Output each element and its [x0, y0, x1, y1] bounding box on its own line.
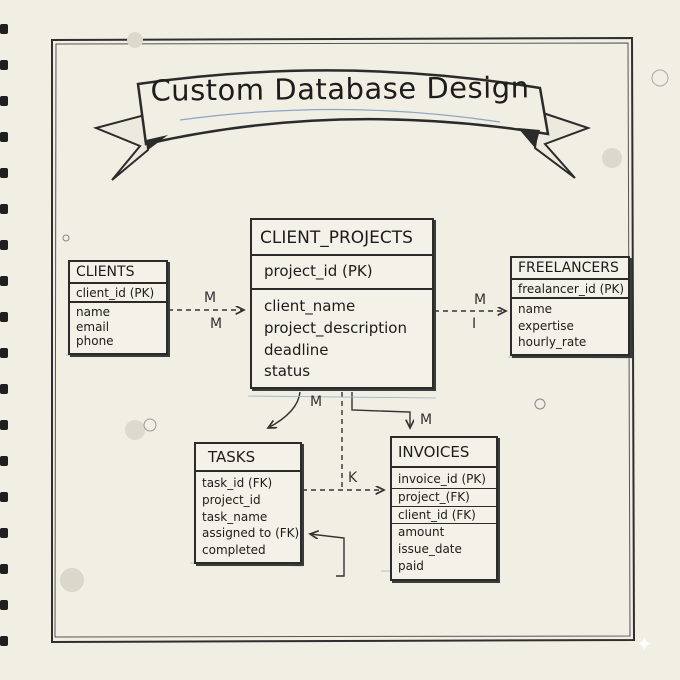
- stain-ring: [62, 234, 70, 242]
- entity-field: name: [76, 305, 111, 320]
- entity-field: assigned to (FK): [202, 526, 300, 541]
- entity-invoices-name: INVOICES: [392, 438, 496, 468]
- sketch-guide: [65, 354, 171, 357]
- entity-field: completed: [202, 543, 266, 558]
- diagram-title: Custom Database Design: [150, 70, 530, 108]
- cardinality-label: K: [348, 470, 358, 486]
- entity-client-projects: CLIENT_PROJECTS project_id (PK) client_n…: [250, 218, 434, 389]
- cardinality-label: I: [472, 316, 477, 332]
- stain: [60, 568, 84, 592]
- link-invoice-loop: [310, 534, 345, 577]
- entity-field: deadline: [264, 340, 329, 359]
- sketch-guide: [507, 356, 633, 359]
- sparkle-icon: ✦: [636, 632, 653, 656]
- entity-client-projects-pk: project_id (PK): [252, 256, 432, 290]
- banner-highlight: [179, 108, 501, 123]
- link-projects-tasks: [268, 391, 301, 428]
- entity-field: email: [76, 319, 110, 334]
- banner-fold-right: [518, 128, 540, 148]
- entity-tasks-name: TASKS: [196, 444, 300, 472]
- entity-invoices: INVOICES invoice_id (PK) project_(FK) cl…: [390, 436, 498, 581]
- entity-field: task_name: [202, 509, 268, 524]
- cardinality-label: M: [420, 412, 433, 428]
- entity-client-projects-name: CLIENT_PROJECTS: [252, 220, 432, 256]
- stain: [125, 420, 145, 440]
- entity-field: client_name: [264, 297, 356, 315]
- entity-field: project_id: [202, 492, 261, 507]
- sketch-guide: [247, 395, 437, 399]
- page-frame: [51, 36, 636, 644]
- entity-field: project_(FK): [392, 489, 496, 507]
- entity-clients-name: CLIENTS: [70, 262, 166, 284]
- entity-field: issue_date: [398, 542, 462, 557]
- entity-clients-pk: client_id (PK): [70, 284, 166, 304]
- entity-freelancers-pk: frealancer_id (PK): [512, 280, 628, 300]
- cardinality-label: M: [310, 394, 323, 410]
- entity-field: invoice_id (PK): [392, 471, 496, 489]
- stain-ring: [651, 69, 669, 87]
- entity-freelancers: FREELANCERS frealancer_id (PK) name expe…: [510, 256, 630, 356]
- banner-body: [136, 69, 550, 146]
- cardinality-label: M: [210, 316, 223, 332]
- entity-field: task_id (FK): [202, 476, 273, 490]
- stain-ring: [143, 418, 157, 432]
- cardinality-label: M: [474, 292, 487, 308]
- entity-clients: CLIENTS client_id (PK) name email phone: [68, 260, 168, 355]
- entity-field: paid: [398, 558, 424, 573]
- banner-left-tail: [92, 113, 150, 181]
- entity-freelancers-name: FREELANCERS: [512, 258, 628, 280]
- stain: [127, 32, 143, 48]
- entity-field: expertise: [518, 318, 574, 333]
- link-projects-invoices: [351, 392, 410, 428]
- cardinality-label: M: [204, 290, 217, 306]
- entity-field: status: [264, 362, 311, 381]
- page-frame-inner: [54, 42, 631, 638]
- entity-tasks: TASKS task_id (FK) project_id task_name …: [194, 442, 302, 564]
- entity-field: client_id (FK): [392, 507, 496, 525]
- stain-ring: [534, 398, 546, 410]
- entity-field: name: [518, 302, 553, 317]
- stain: [602, 148, 622, 168]
- entity-field: phone: [76, 334, 114, 349]
- banner-fold-left: [146, 135, 168, 150]
- entity-field: amount: [398, 525, 445, 540]
- entity-field: hourly_rate: [518, 334, 587, 349]
- entity-field: project_description: [264, 318, 407, 337]
